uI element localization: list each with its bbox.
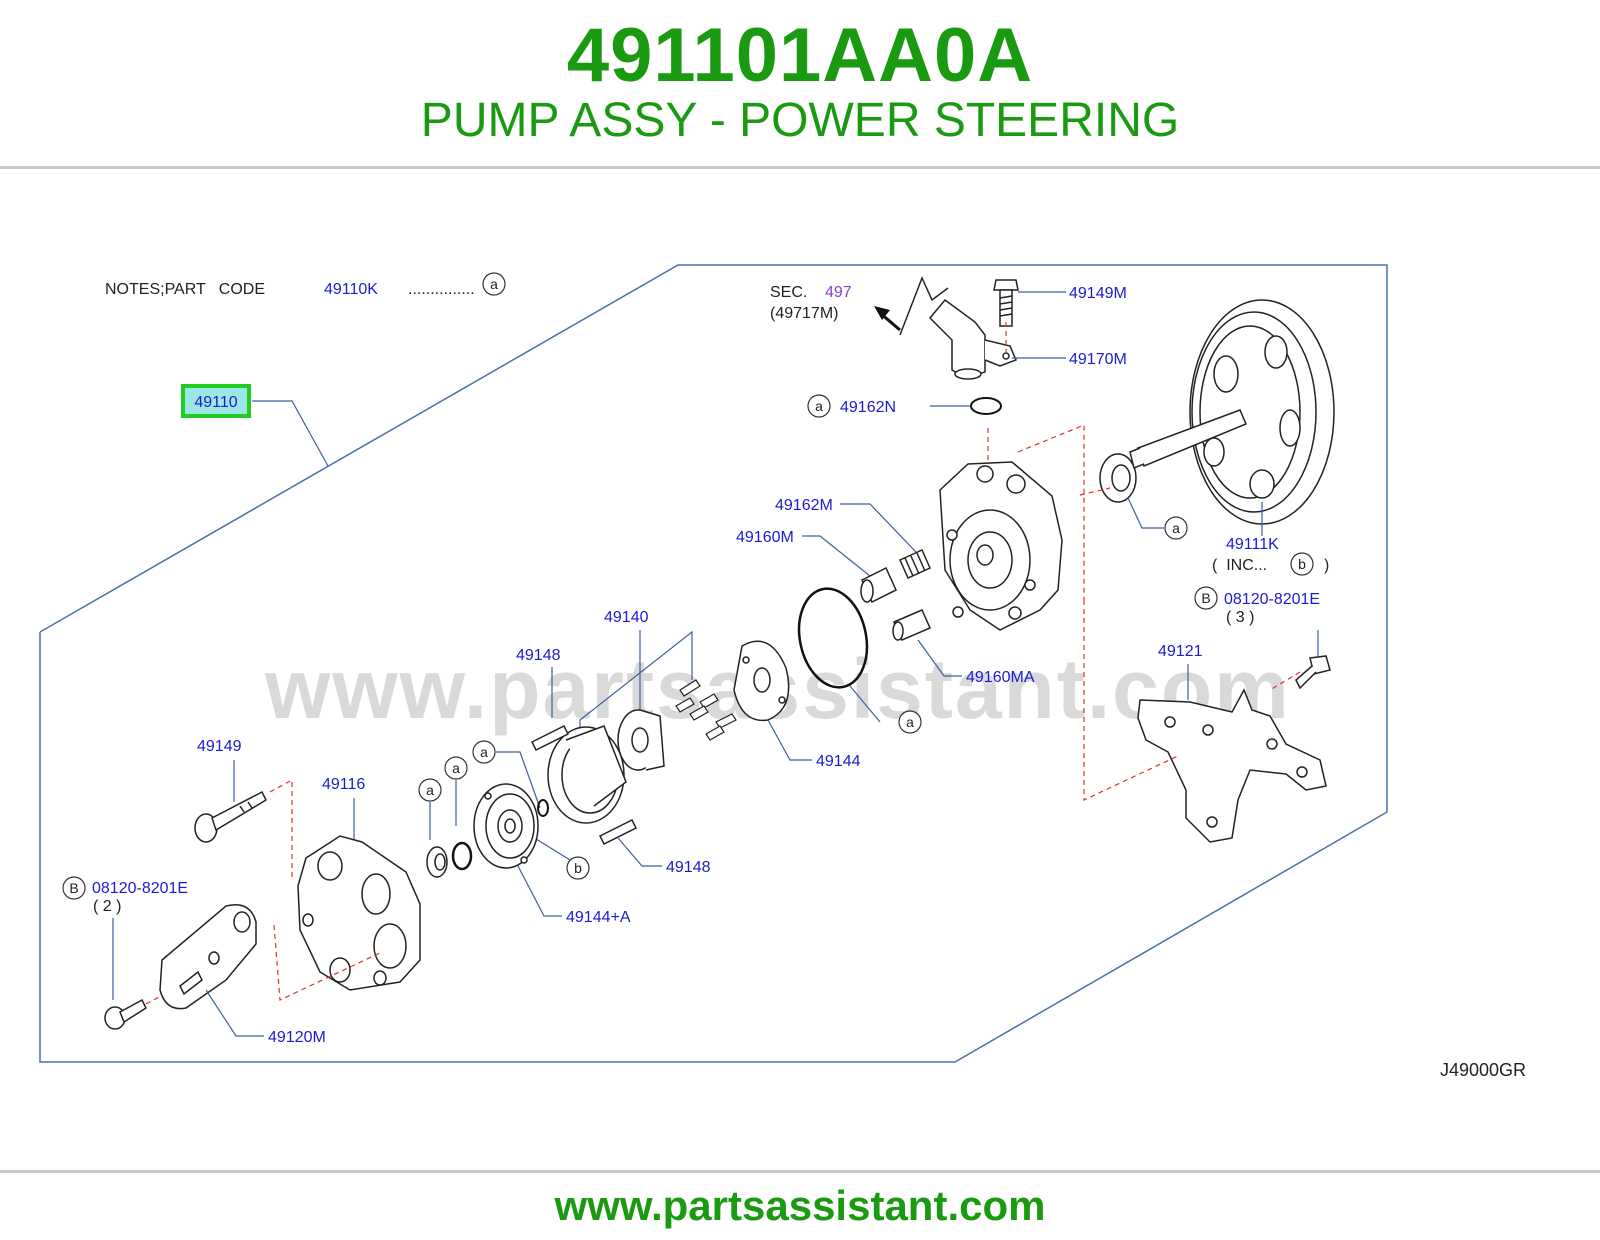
marker-b-inc: b bbox=[1290, 552, 1314, 576]
side-plate-49144-part bbox=[733, 640, 790, 722]
label-49149M[interactable]: 49149M bbox=[1069, 285, 1127, 302]
svg-text:49110: 49110 bbox=[194, 394, 237, 411]
pin-49148-top-part bbox=[530, 724, 570, 752]
valve-49160MA-part bbox=[892, 609, 931, 641]
oring-small-part bbox=[451, 841, 473, 871]
inc-text: ( INC... bbox=[1212, 557, 1267, 574]
label-49162N[interactable]: 49162N bbox=[840, 399, 896, 416]
label-49120M[interactable]: 49120M bbox=[268, 1029, 326, 1046]
svg-text:b: b bbox=[1298, 556, 1306, 572]
bolt-49149M-part bbox=[993, 279, 1019, 327]
bracket-49121-part bbox=[1137, 688, 1327, 843]
sec-label: SEC. bbox=[770, 284, 807, 301]
label-bolt-right-qty: ( 3 ) bbox=[1226, 609, 1254, 626]
notes-label: NOTES;PART CODE bbox=[105, 281, 265, 298]
leader-49110 bbox=[252, 400, 329, 467]
label-bolt-right[interactable]: 08120-8201E bbox=[1224, 591, 1320, 608]
svg-text:a: a bbox=[815, 398, 823, 414]
marker-B-left: B bbox=[62, 876, 86, 900]
bolt-right-part bbox=[1295, 655, 1331, 690]
pump-rear-housing-part bbox=[939, 461, 1063, 631]
seal-small-1-part bbox=[426, 846, 448, 878]
footer-website-link[interactable]: www.partsassistant.com bbox=[554, 1182, 1046, 1229]
diagram-code: J49000GR bbox=[1440, 1060, 1526, 1080]
notes-marker-a: a bbox=[482, 272, 506, 296]
marker-b-center: b bbox=[566, 856, 590, 880]
notes-part-code: 49110K bbox=[324, 281, 378, 298]
svg-text:a: a bbox=[1172, 520, 1180, 536]
label-49121[interactable]: 49121 bbox=[1158, 643, 1203, 660]
label-49160M[interactable]: 49160M bbox=[736, 529, 794, 546]
sec-number-link[interactable]: 497 bbox=[825, 284, 852, 301]
marker-a-49162N: a bbox=[807, 394, 831, 418]
footer-divider bbox=[0, 1170, 1600, 1173]
marker-B-right: B bbox=[1194, 586, 1218, 610]
sec-ref: (49717M) bbox=[770, 305, 838, 322]
svg-text:b: b bbox=[574, 860, 582, 876]
front-plate-49144A-part bbox=[473, 783, 539, 869]
spring-49162M-part bbox=[899, 549, 931, 579]
label-49162M[interactable]: 49162M bbox=[775, 497, 833, 514]
marker-a-2: a bbox=[444, 756, 468, 780]
exploded-parts-diagram: www.partsassistant.com NOTES;PART CODE 4… bbox=[0, 170, 1600, 1168]
svg-text:B: B bbox=[1201, 590, 1210, 606]
assembly-outline bbox=[39, 264, 1388, 1063]
highlighted-part-49110[interactable]: 49110 bbox=[181, 384, 251, 418]
inc-close: ) bbox=[1324, 557, 1329, 574]
page-header: 491101AA0A PUMP ASSY - POWER STEERING bbox=[0, 0, 1600, 168]
part-description: PUMP ASSY - POWER STEERING bbox=[420, 94, 1180, 147]
svg-text:a: a bbox=[426, 782, 434, 798]
label-49148-top[interactable]: 49148 bbox=[516, 647, 561, 664]
marker-a-1: a bbox=[418, 778, 442, 802]
label-bolt-left[interactable]: 08120-8201E bbox=[92, 880, 188, 897]
bolt-49149-part bbox=[194, 790, 267, 843]
sec-arrow-icon bbox=[874, 306, 901, 332]
svg-text:a: a bbox=[452, 760, 460, 776]
vanes-part bbox=[675, 679, 737, 741]
label-49149[interactable]: 49149 bbox=[197, 738, 242, 755]
cam-ring-part bbox=[547, 725, 627, 824]
svg-text:a: a bbox=[480, 744, 488, 760]
label-49140[interactable]: 49140 bbox=[604, 609, 649, 626]
part-number-title: 491101AA0A bbox=[566, 13, 1034, 98]
pin-49148-bottom-part bbox=[598, 818, 638, 846]
label-bolt-left-qty: ( 2 ) bbox=[93, 898, 121, 915]
label-49144[interactable]: 49144 bbox=[816, 753, 861, 770]
large-oring-part bbox=[797, 587, 869, 689]
oring-49162N-part bbox=[970, 397, 1002, 415]
marker-a-oring: a bbox=[898, 710, 922, 734]
svg-text:a: a bbox=[490, 276, 498, 292]
marker-a-3: a bbox=[472, 740, 496, 764]
valve-49160M-part bbox=[860, 566, 897, 604]
diagram-canvas: www.partsassistant.com NOTES;PART CODE 4… bbox=[39, 264, 1526, 1080]
notes-dots: ............... bbox=[408, 281, 475, 298]
header-divider bbox=[0, 166, 1600, 169]
bracket-49120M-part bbox=[159, 904, 257, 1010]
pulley-49111K-part bbox=[1129, 299, 1335, 525]
outlet-fitting-part bbox=[899, 276, 1017, 380]
pump-front-housing-part bbox=[297, 835, 421, 991]
label-49170M[interactable]: 49170M bbox=[1069, 351, 1127, 368]
bolt-left-part bbox=[104, 998, 147, 1030]
svg-text:a: a bbox=[906, 714, 914, 730]
rotor-part bbox=[617, 709, 665, 771]
svg-text:B: B bbox=[69, 880, 78, 896]
oring-tiny-part bbox=[537, 799, 549, 817]
shaft-seal-part bbox=[1099, 453, 1137, 503]
label-49144A[interactable]: 49144+A bbox=[566, 909, 631, 926]
label-49148-bottom[interactable]: 49148 bbox=[666, 859, 711, 876]
label-49116[interactable]: 49116 bbox=[322, 776, 365, 793]
marker-a-seal: a bbox=[1164, 516, 1188, 540]
label-49111K[interactable]: 49111K bbox=[1226, 536, 1279, 553]
label-49160MA[interactable]: 49160MA bbox=[966, 669, 1035, 686]
